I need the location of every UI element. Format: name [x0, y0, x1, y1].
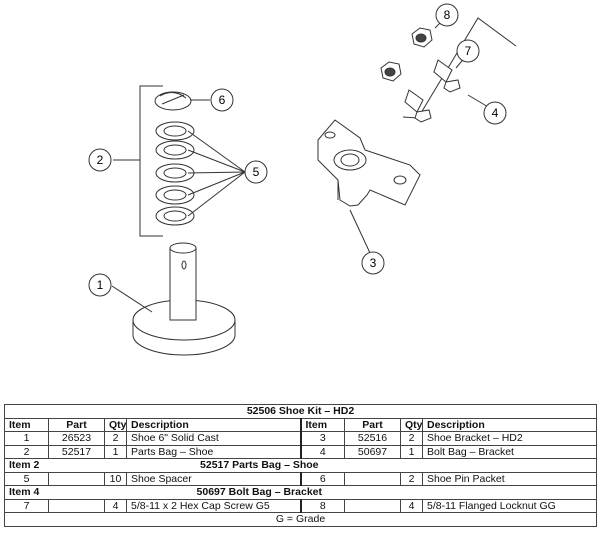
svg-text:1: 1 [97, 278, 104, 292]
callout-2: 2 [88, 148, 112, 172]
hex-cap-screws [404, 59, 461, 123]
part-cell: 52517 [48, 444, 105, 459]
shoe-bracket-part [317, 119, 421, 207]
item-cell: 4 [300, 444, 345, 459]
qty-cell: 2 [104, 431, 127, 446]
callout-3: 3 [361, 251, 385, 275]
item-cell: 7 [4, 498, 49, 513]
part-cell [48, 471, 105, 486]
header-qty: Qty [400, 417, 423, 432]
description-cell: Bolt Bag – Bracket [421, 444, 598, 459]
callout-4: 4 [483, 101, 507, 125]
description-cell: Shoe Pin Packet [421, 471, 598, 486]
header-item: Item [4, 417, 49, 432]
qty-cell: 10 [104, 471, 127, 486]
locknuts [380, 27, 433, 82]
shoe-pin-part [154, 91, 192, 111]
header-qty: Qty [104, 417, 127, 432]
part-cell: 52516 [344, 431, 401, 446]
svg-text:2: 2 [97, 153, 104, 167]
bag-title: 50697 Bolt Bag – Bracket [48, 485, 598, 500]
qty-cell: 4 [104, 498, 127, 513]
bag-item-label: Item 4 [4, 485, 49, 500]
bag-item-label: Item 2 [4, 458, 49, 473]
header-item: Item [300, 417, 345, 432]
part-cell [344, 498, 401, 513]
qty-cell: 2 [400, 471, 423, 486]
bag-header-row: Item 2 52517 Parts Bag – Shoe [4, 458, 598, 473]
qty-cell: 4 [400, 498, 423, 513]
callout-8: 8 [435, 3, 459, 27]
svg-text:6: 6 [219, 93, 226, 107]
table-row: 2 52517 1 Parts Bag – Shoe 4 50697 1 Bol… [4, 444, 598, 459]
parts-table: 52506 Shoe Kit – HD2 Item Part Qty Descr… [3, 404, 598, 527]
qty-cell: 2 [400, 431, 423, 446]
shoe-part [132, 242, 236, 356]
table-row: 5 10 Shoe Spacer 6 2 Shoe Pin Packet [4, 471, 598, 486]
callout-5: 5 [244, 160, 268, 184]
callout-6: 6 [210, 88, 234, 112]
description-cell: Parts Bag – Shoe [126, 444, 302, 459]
bag-title: 52517 Parts Bag – Shoe [48, 458, 598, 473]
description-cell: 5/8-11 Flanged Locknut GG [421, 498, 598, 513]
part-cell: 50697 [344, 444, 401, 459]
header-description: Description [126, 417, 302, 432]
kit-title-row: 52506 Shoe Kit – HD2 [3, 404, 598, 419]
header-part: Part [344, 417, 401, 432]
qty-cell: 1 [400, 444, 423, 459]
svg-text:8: 8 [444, 8, 451, 22]
item-cell: 6 [300, 471, 345, 486]
item-cell: 5 [4, 471, 49, 486]
bag-header-row: Item 4 50697 Bolt Bag – Bracket [4, 485, 598, 500]
description-cell: 5/8-11 x 2 Hex Cap Screw G5 [126, 498, 302, 513]
description-cell: Shoe 6" Solid Cast [126, 431, 302, 446]
header-part: Part [48, 417, 105, 432]
svg-text:7: 7 [465, 44, 472, 58]
item-cell: 3 [300, 431, 345, 446]
item-2-bracket [113, 85, 163, 237]
item-cell: 1 [4, 431, 49, 446]
description-cell: Shoe Spacer [126, 471, 302, 486]
item-cell: 8 [300, 498, 345, 513]
svg-text:4: 4 [492, 106, 499, 120]
qty-cell: 1 [104, 444, 127, 459]
part-cell: 26523 [48, 431, 105, 446]
header-description: Description [421, 417, 598, 432]
header-row: Item Part Qty Description Item Part Qty … [4, 417, 598, 432]
footer-row: G = Grade [3, 512, 598, 527]
item-cell: 2 [4, 444, 49, 459]
part-cell [344, 471, 401, 486]
grade-footnote: G = Grade [3, 512, 598, 527]
callout-7: 7 [456, 39, 480, 63]
kit-title: 52506 Shoe Kit – HD2 [3, 404, 598, 419]
svg-text:3: 3 [370, 256, 377, 270]
svg-text:5: 5 [253, 165, 260, 179]
table-row: 1 26523 2 Shoe 6" Solid Cast 3 52516 2 S… [4, 431, 598, 446]
exploded-parts-diagram: 1 2 3 4 5 6 7 8 [88, 3, 517, 356]
description-cell: Shoe Bracket – HD2 [421, 431, 598, 446]
shoe-spacers [155, 121, 195, 226]
table-row: 7 4 5/8-11 x 2 Hex Cap Screw G5 8 4 5/8-… [4, 498, 598, 513]
part-cell [48, 498, 105, 513]
spacer-leader-lines [187, 130, 246, 217]
callout-1: 1 [88, 273, 112, 297]
